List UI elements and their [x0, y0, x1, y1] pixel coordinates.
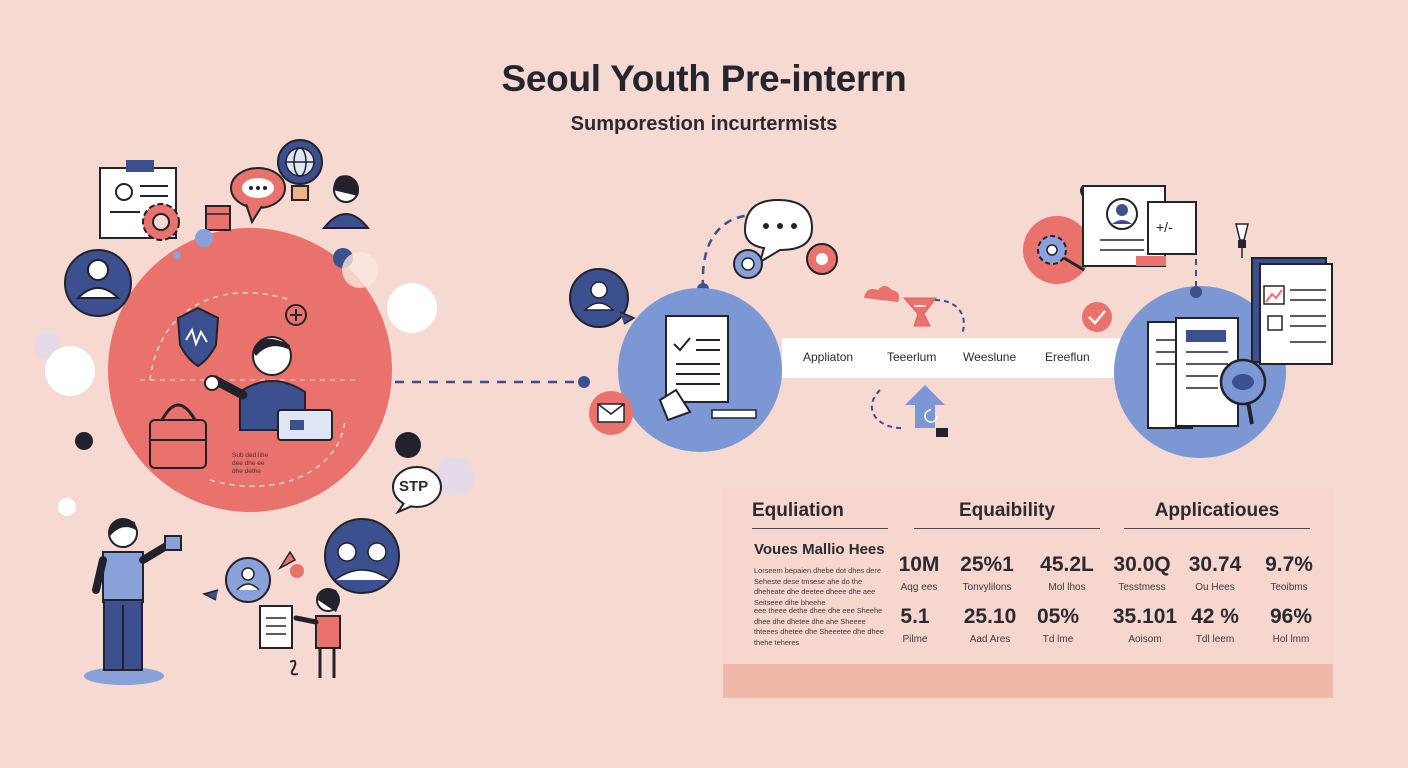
upload-icon	[905, 385, 948, 437]
stats-description-1: Lorseem bepaien dhebe dot dhes dere Sehe…	[754, 566, 881, 607]
avatar-bubble-icon	[201, 557, 271, 603]
box-icon	[205, 205, 231, 231]
document-icon	[99, 160, 177, 239]
stage-label-1: Appliaton	[803, 350, 854, 364]
stat-label: Aqg ees	[900, 582, 938, 593]
stat-value: 5.1	[900, 605, 930, 628]
stat-label: Mol lhos	[1048, 582, 1086, 593]
connector-dot	[578, 376, 590, 388]
plus-icon	[285, 304, 307, 326]
funnel-icon	[902, 297, 937, 327]
gear-search-icon	[1023, 216, 1091, 284]
stat-value: 05%	[1036, 605, 1080, 628]
shield-icon	[176, 306, 220, 368]
page-title: Seoul Youth Pre-interrn	[501, 58, 907, 99]
cloud-icon	[864, 286, 900, 302]
stp-label: STP	[399, 478, 429, 495]
svg-text:+/-: +/-	[1156, 219, 1173, 235]
stat-label: Teoibms	[1270, 582, 1308, 593]
document-icon	[658, 315, 757, 422]
presenter-icon	[84, 518, 182, 685]
chat-cloud-icon	[733, 198, 838, 279]
search-icon	[1219, 358, 1267, 425]
user-avatar-icon	[64, 249, 132, 317]
check-icon	[1082, 302, 1112, 332]
stats-header-3: Applicatioues	[1124, 500, 1310, 529]
stat-label: Hol lmm	[1272, 634, 1310, 645]
stage-label-4: Ereeflun	[1045, 350, 1090, 364]
globe-bulb-icon	[277, 139, 323, 201]
person-at-laptop-icon	[204, 336, 333, 441]
speech-bubble-icon	[392, 466, 442, 515]
report-icon	[1251, 257, 1333, 365]
team-icon	[324, 518, 400, 594]
page-subtitle: Sumporestion incurtermists	[570, 113, 838, 135]
circle-note: Sub ded lihe dee dhe ee dhe dethe	[232, 452, 269, 475]
stage-label-2: Teeerlum	[887, 350, 937, 364]
stat-label: Tonvylilons	[962, 582, 1012, 593]
stat-label: Aoisom	[1128, 634, 1162, 645]
chat-icon	[230, 167, 286, 225]
stat-label: Td lme	[1042, 634, 1074, 645]
gear-icon	[142, 203, 180, 241]
stat-value: 25.10	[963, 605, 1017, 628]
stat-value: 30.0Q	[1113, 553, 1171, 576]
person-icon	[321, 175, 371, 229]
stat-value: 9.7%	[1265, 553, 1313, 576]
stat-label: Tdl leem	[1195, 634, 1235, 645]
stats-description-2: eee theee dethe dhee dhe eee Sheehe dhee…	[754, 606, 884, 647]
stats-row-title: Voues Mallio Hees	[754, 541, 885, 558]
stats-header-1: Equliation	[752, 500, 888, 529]
stage-label-3: Weeslune	[963, 350, 1017, 364]
stat-value: 96%	[1269, 605, 1313, 628]
user-bubble-icon	[569, 268, 636, 328]
stat-label: Tesstmess	[1118, 582, 1166, 593]
mail-icon	[589, 391, 633, 435]
bag-icon	[149, 403, 207, 469]
stat-label: Aad Ares	[969, 634, 1011, 645]
stat-value: 35.101	[1112, 605, 1178, 628]
lamp-icon	[1235, 223, 1249, 258]
woman-clipboard-icon	[259, 588, 341, 678]
stats-footer-bar	[723, 664, 1333, 698]
stat-value: 25%1	[960, 553, 1014, 576]
stats-header-2: Equaibility	[914, 500, 1100, 529]
stat-value: 30.74	[1188, 553, 1242, 576]
resume-icon: +/-	[1080, 185, 1197, 267]
stats-panel	[723, 488, 1333, 698]
stat-value: 42 %	[1191, 605, 1239, 628]
arrow-icon	[277, 550, 304, 578]
stat-value: 10M	[898, 553, 940, 576]
stat-label: Ou Hees	[1195, 582, 1235, 593]
stat-label: Pilme	[902, 634, 928, 645]
stat-value: 45.2L	[1040, 553, 1094, 576]
process-bar	[782, 338, 1120, 378]
